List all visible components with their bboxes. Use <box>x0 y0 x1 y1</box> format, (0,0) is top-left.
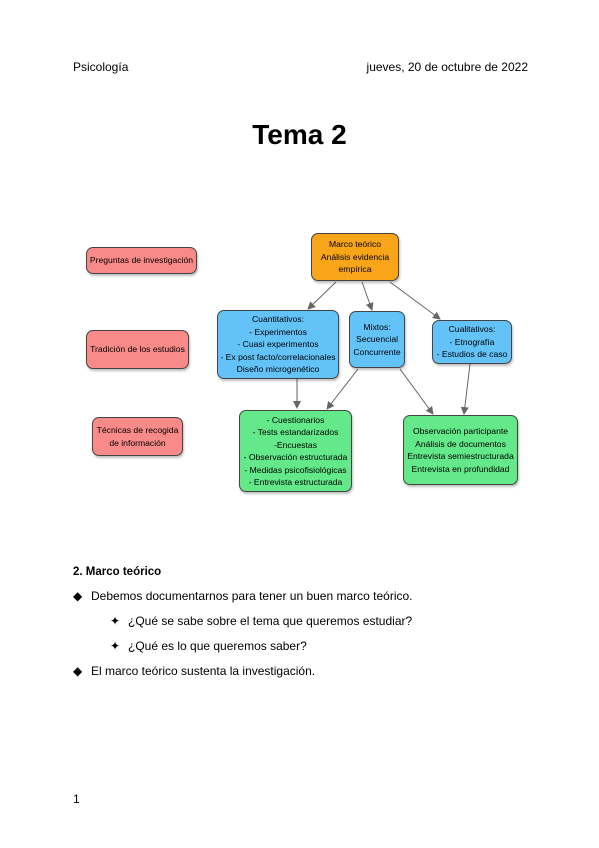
header-subject: Psicología <box>73 60 129 74</box>
bullet-item: ◆ El marco teórico sustenta la investiga… <box>73 664 315 678</box>
arrow-mixtos-tecnicas-cuali <box>399 368 434 415</box>
section-heading: 2. Marco teórico <box>73 566 162 578</box>
bullet-item: ✦ ¿Qué se sabe sobre el tema que queremo… <box>110 614 412 628</box>
star-bullet-icon: ✦ <box>110 639 121 653</box>
page-title: Tema 2 <box>252 119 347 150</box>
arrow-mixtos-tecnicas-cuanti <box>326 368 359 410</box>
arrow-marco-cualitativos <box>389 281 441 320</box>
label-tradicion-estudios: Tradición de los estudios <box>86 330 189 369</box>
bullet-text: Debemos documentarnos para tener un buen… <box>91 589 413 603</box>
page-number: 1 <box>73 792 80 806</box>
arrow-marco-mixtos <box>361 281 374 311</box>
label-preguntas-investigacion: Preguntas de investigación <box>86 247 197 274</box>
node-tecnicas-cuantitativas: - Cuestionarios - Tests estandarizados -… <box>239 410 352 492</box>
diamond-bullet-icon: ◆ <box>73 589 83 603</box>
bullet-text: ¿Qué es lo que queremos saber? <box>128 639 307 653</box>
bullet-item: ◆ Debemos documentarnos para tener un bu… <box>73 589 413 603</box>
star-bullet-icon: ✦ <box>110 614 121 628</box>
node-cuantitativos: Cuantitativos: - Experimentos - Cuasi ex… <box>217 310 339 379</box>
node-mixtos: Mixtos: Secuencial Concurrente <box>349 311 405 368</box>
diamond-bullet-icon: ◆ <box>73 664 83 678</box>
node-tecnicas-cualitativas: Observación participante Análisis de doc… <box>403 415 518 485</box>
label-tecnicas-recogida: Técnicas de recogida de información <box>92 417 183 456</box>
bullet-item: ✦ ¿Qué es lo que queremos saber? <box>110 639 307 653</box>
bullet-text: ¿Qué se sabe sobre el tema que queremos … <box>128 614 413 628</box>
node-marco-teorico: Marco teórico Análisis evidencia empíric… <box>311 233 399 281</box>
arrow-marco-cuantitativos <box>307 281 337 310</box>
arrow-cuali-tecnicas <box>460 363 471 415</box>
bullet-text: El marco teórico sustenta la investigaci… <box>91 664 316 678</box>
header-date: jueves, 20 de octubre de 2022 <box>366 60 528 74</box>
node-cualitativos: Cualitativos: - Etnografía - Estudios de… <box>432 320 512 364</box>
